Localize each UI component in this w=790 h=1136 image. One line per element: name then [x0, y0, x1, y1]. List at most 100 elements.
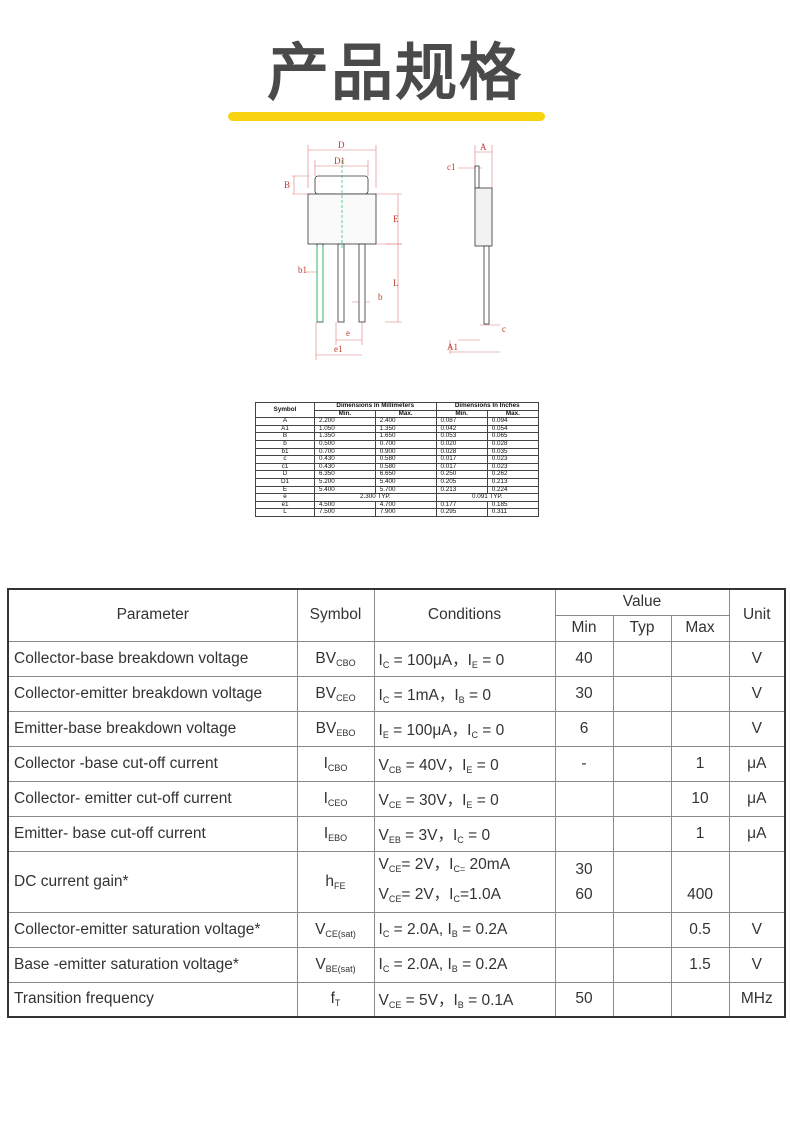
- label-D: D: [338, 140, 345, 150]
- unit-cell: V: [728, 911, 786, 948]
- symbol-cell: hFE: [296, 850, 375, 913]
- param-name: Transition frequency: [7, 981, 298, 1018]
- param-name: DC current gain*: [7, 850, 298, 913]
- label-B: B: [284, 180, 290, 190]
- label-E: E: [393, 214, 399, 224]
- label-c1: c1: [447, 162, 456, 172]
- conditions-cell: IC = 2.0A, IB = 0.2A: [373, 911, 556, 948]
- conditions-cell: VCB = 40V，IE = 0: [373, 745, 556, 782]
- label-L: L: [393, 278, 399, 288]
- param-name: Collector-emitter saturation voltage*: [7, 911, 298, 948]
- label-b1: b1: [298, 265, 307, 275]
- min-cell: 50: [554, 981, 614, 1018]
- max-cell: [670, 675, 730, 712]
- typ-cell: [612, 710, 672, 747]
- min-cell: [554, 946, 614, 983]
- typ-cell: [612, 850, 672, 913]
- conditions-cell: VCE = 30V，IE = 0: [373, 780, 556, 817]
- symbol-cell: BVCEO: [296, 675, 375, 712]
- electrical-spec-table: Parameter Symbol Conditions Value Unit M…: [7, 588, 787, 1018]
- dimensions-table: Symbol Dimensions In Millimeters Dimensi…: [255, 401, 540, 517]
- min-cell: [554, 911, 614, 948]
- page-title: 产品规格: [266, 36, 523, 109]
- unit-cell: [728, 850, 786, 913]
- dim-header-in: Dimensions In Inches: [435, 402, 539, 411]
- unit-cell: μA: [728, 745, 786, 782]
- unit-cell: V: [728, 675, 786, 712]
- conditions-cell: VCE = 5V，IB = 0.1A: [373, 981, 556, 1018]
- table-row: Collector-emitter saturation voltage*VCE…: [7, 911, 786, 948]
- param-name: Collector-base breakdown voltage: [7, 640, 298, 677]
- min-cell: 40: [554, 640, 614, 677]
- param-name: Base -emitter saturation voltage*: [7, 946, 298, 983]
- conditions-cell: IC = 2.0A, IB = 0.2A: [373, 946, 556, 983]
- typ-cell: [612, 946, 672, 983]
- header-max: Max: [670, 614, 730, 642]
- conditions-cell: IC = 100μA，IE = 0: [373, 640, 556, 677]
- symbol-cell: ICBO: [296, 745, 375, 782]
- package-drawing: D D1 B E b1 b L e e1 c1 A A1 c: [284, 140, 506, 360]
- table-row: Base -emitter saturation voltage*VBE(sat…: [7, 946, 786, 983]
- symbol-cell: fT: [296, 981, 375, 1018]
- unit-cell: V: [728, 640, 786, 677]
- header-symbol: Symbol: [296, 588, 375, 642]
- unit-cell: μA: [728, 815, 786, 852]
- unit-cell: V: [728, 710, 786, 747]
- dim-header-mm: Dimensions In Millimeters: [314, 402, 437, 411]
- min-cell: -: [554, 745, 614, 782]
- unit-cell: μA: [728, 780, 786, 817]
- unit-cell: MHz: [728, 981, 786, 1018]
- header-parameter: Parameter: [7, 588, 298, 642]
- header-unit: Unit: [728, 588, 786, 642]
- typ-cell: [612, 675, 672, 712]
- max-cell: 0.5: [670, 911, 730, 948]
- conditions-cell: VEB = 3V，IC = 0: [373, 815, 556, 852]
- max-cell: [670, 981, 730, 1018]
- conditions-cell: VCE= 2V，IC= 20mA VCE= 2V，IC=1.0A: [373, 850, 556, 913]
- unit-cell: V: [728, 946, 786, 983]
- min-cell: 30: [554, 675, 614, 712]
- typ-cell: [612, 780, 672, 817]
- symbol-cell: VCE(sat): [296, 911, 375, 948]
- label-A: A: [480, 142, 487, 152]
- max-cell: 1.5: [670, 946, 730, 983]
- max-cell: [670, 640, 730, 677]
- param-name: Emitter- base cut-off current: [7, 815, 298, 852]
- label-A1: A1: [447, 342, 458, 352]
- max-cell: [670, 710, 730, 747]
- min-cell: 6: [554, 710, 614, 747]
- param-name: Collector-emitter breakdown voltage: [7, 675, 298, 712]
- label-D1: D1: [334, 156, 345, 166]
- typ-cell: [612, 911, 672, 948]
- conditions-cell: IC = 1mA，IB = 0: [373, 675, 556, 712]
- dim-header-symbol: Symbol: [255, 401, 315, 419]
- header-min: Min: [554, 614, 614, 642]
- param-name: Collector- emitter cut-off current: [7, 780, 298, 817]
- symbol-cell: BVCBO: [296, 640, 375, 677]
- header-value: Value: [554, 588, 730, 616]
- symbol-cell: IEBO: [296, 815, 375, 852]
- conditions-cell: IE = 100μA，IC = 0: [373, 710, 556, 747]
- min-cell: [554, 780, 614, 817]
- header-typ: Typ: [612, 614, 672, 642]
- max-cell: 400: [670, 850, 730, 913]
- typ-cell: [612, 815, 672, 852]
- label-e: e: [346, 328, 350, 338]
- max-cell: 1: [670, 815, 730, 852]
- header-conditions: Conditions: [373, 588, 556, 642]
- max-cell: 1: [670, 745, 730, 782]
- table-row: DC current gain* hFE VCE= 2V，IC= 20mA VC…: [7, 850, 786, 913]
- typ-cell: [612, 981, 672, 1018]
- label-c: c: [502, 324, 506, 334]
- max-cell: 10: [670, 780, 730, 817]
